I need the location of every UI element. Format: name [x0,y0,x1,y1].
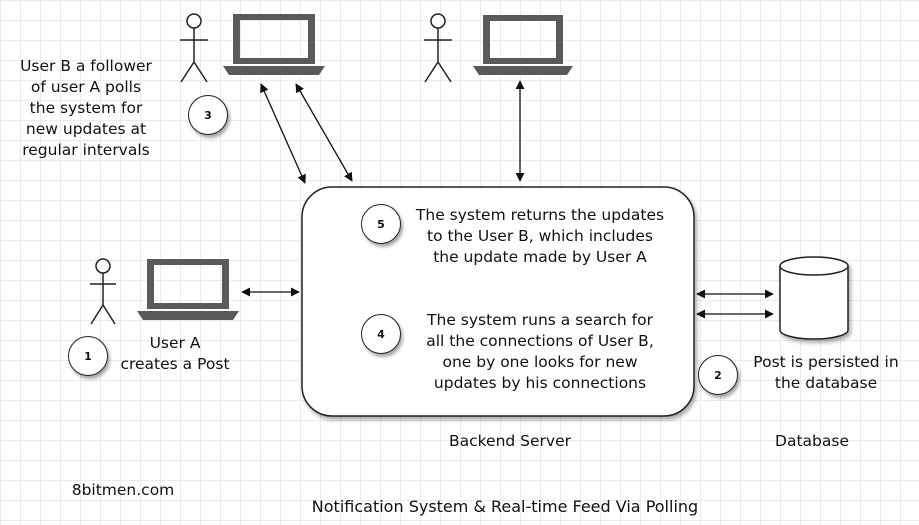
watermark: 8bitmen.com [71,481,175,499]
step-badge-1: 1 [68,336,108,376]
laptop-icon-user-a [137,259,239,320]
step-badge-3: 3 [188,95,228,135]
step-4-text: The system runs a search for all the con… [426,311,654,392]
arrow-user-b-server-1 [260,83,306,184]
server-label: Backend Server [448,432,572,450]
step-2-text: Post is persisted in the database [753,353,899,392]
step-badge-5: 5 [361,204,401,244]
database-icon [779,256,849,340]
step-5-text: The system returns the updates to the Us… [415,206,665,266]
diagram-title: Notification System & Real-time Feed Via… [311,497,699,516]
laptop-icon-user-b [223,14,325,75]
database-label: Database [775,432,849,450]
backend-server-box [301,186,695,417]
stick-figure-user-b-icon [180,13,208,83]
laptop-icon-top [473,15,573,75]
step-badge-4: 4 [361,314,401,354]
stick-figure-top-icon [424,13,452,83]
stick-figure-user-a-icon [90,258,116,325]
step-badge-2: 2 [698,355,738,395]
user-b-note: User B a follower of user A polls the sy… [20,57,152,159]
user-a-label: User A creates a Post [120,334,230,373]
arrow-user-b-server-2 [295,83,353,182]
